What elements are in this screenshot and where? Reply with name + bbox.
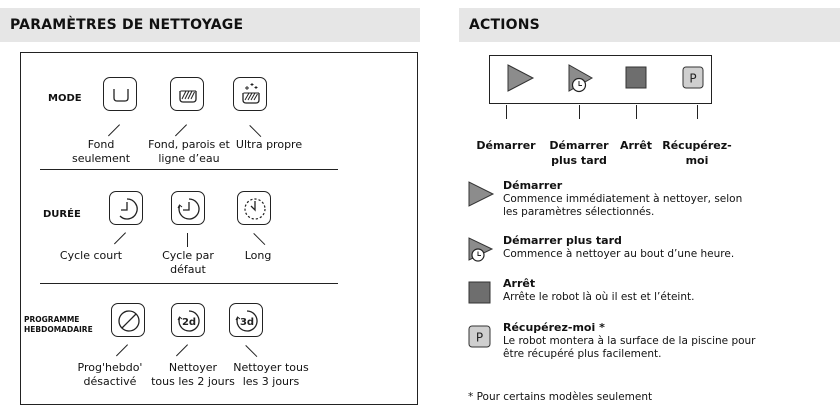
delayed-start-icon[interactable] (568, 63, 593, 92)
pickup-legend-text: P (476, 331, 483, 345)
leader-line (253, 233, 266, 246)
delayed-start-icon (468, 237, 494, 262)
actions-title: ACTIONS (469, 17, 540, 33)
every-3-days-icon: 3d (229, 303, 263, 337)
floor-only-icon (103, 77, 137, 111)
pickup-icon-text: P (689, 71, 696, 85)
floor-walls-icon (170, 77, 204, 111)
leader-line (174, 124, 187, 137)
section-divider (40, 169, 338, 170)
ultra-clean-icon (233, 77, 267, 111)
pickup-title: Récupérez-moi * (503, 321, 605, 334)
schedule-off-icon (111, 303, 145, 337)
leader-line (107, 124, 120, 137)
schedule-off-label: Prog'hebdo'désactivé (77, 361, 143, 388)
pickup-icon[interactable]: P (682, 66, 703, 88)
start-label: Démarrer (476, 139, 536, 152)
leader-line (245, 345, 258, 358)
cleaning-settings-title: PARAMÈTRES DE NETTOYAGE (10, 17, 244, 33)
every-2-days-icon: 2d (171, 303, 205, 337)
ultra-clean-label: Ultra propre (235, 138, 303, 151)
leader-line (506, 105, 507, 119)
stop-label: Arrêt (619, 139, 653, 152)
leader-line (115, 344, 128, 357)
every-2-days-text: 2d (182, 317, 196, 328)
pickup-icon: P (468, 325, 491, 348)
leader-line (113, 232, 126, 245)
mode-label: MODE (48, 93, 82, 104)
stop-description: Arrête le robot là où il est et l’éteint… (503, 291, 695, 303)
pickup-label: Récupérez-moi (662, 139, 732, 167)
duration-label: DURÉE (43, 209, 81, 220)
action-bar: P (489, 55, 712, 104)
delayed-start-title: Démarrer plus tard (503, 234, 622, 247)
play-icon (468, 181, 495, 207)
long-cycle-label: Long (244, 249, 272, 262)
start-title: Démarrer (503, 179, 563, 192)
short-cycle-label: Cycle court (59, 249, 123, 262)
every-3-days-text: 3d (240, 317, 254, 328)
long-cycle-icon (237, 191, 271, 225)
play-icon[interactable] (507, 63, 534, 92)
footnote: * Pour certains modèles seulement (468, 391, 653, 403)
leader-line (697, 105, 698, 119)
start-description: Commence immédiatement à nettoyer, selon… (503, 193, 743, 218)
leader-line (249, 125, 262, 138)
stop-icon[interactable] (625, 66, 646, 88)
stop-title: Arrêt (503, 277, 536, 290)
pickup-description: Le robot montera à la surface de la pisc… (503, 335, 756, 360)
cleaning-settings-header: PARAMÈTRES DE NETTOYAGE (0, 8, 420, 42)
delayed-start-description: Commence à nettoyer au bout d’une heure. (503, 248, 735, 260)
section-divider (40, 283, 338, 284)
leader-line (579, 105, 580, 119)
default-cycle-icon (171, 191, 205, 225)
stop-icon (468, 281, 491, 304)
leader-line (187, 233, 188, 247)
leader-line (636, 105, 637, 119)
actions-header: ACTIONS (459, 8, 840, 42)
short-cycle-icon (109, 191, 143, 225)
leader-line (175, 344, 188, 357)
